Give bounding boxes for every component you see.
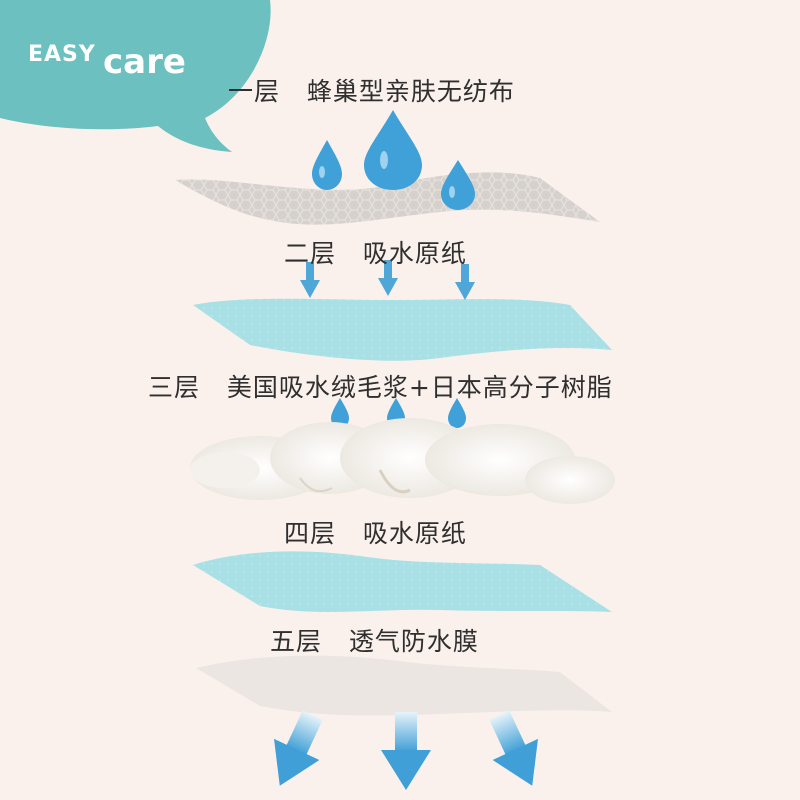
layer-3-cotton — [190, 418, 615, 504]
layer-2-paper — [193, 298, 612, 361]
arrow-down-icon — [378, 260, 398, 296]
water-drop-icon — [441, 160, 475, 210]
water-drop-icon — [448, 398, 466, 428]
layer-3-label: 三层 美国吸水绒毛浆+日本高分子树脂 — [148, 373, 613, 402]
layer-5-label: 五层 透气防水膜 — [270, 627, 479, 656]
layer-5-film — [196, 655, 612, 716]
arrow-down-large-icon — [274, 710, 323, 786]
water-drop-icon — [331, 398, 349, 428]
arrow-down-large-icon — [381, 712, 431, 790]
water-drop-icon — [312, 140, 342, 190]
layer-1-nonwoven — [175, 172, 600, 225]
layer-2-label: 二层 吸水原纸 — [284, 239, 467, 268]
arrow-down-icon — [455, 264, 475, 300]
logo-care: care — [103, 42, 186, 82]
logo-easy: EASY — [28, 42, 96, 67]
layer-4-label: 四层 吸水原纸 — [284, 519, 467, 548]
layer-4-paper — [193, 551, 612, 613]
layer-1-label: 一层 蜂巢型亲肤无纺布 — [228, 77, 515, 106]
arrow-down-large-icon — [489, 710, 538, 786]
arrow-down-icon — [300, 262, 320, 298]
logo-speech-bubble — [0, 0, 271, 152]
water-drop-icon — [364, 110, 422, 190]
